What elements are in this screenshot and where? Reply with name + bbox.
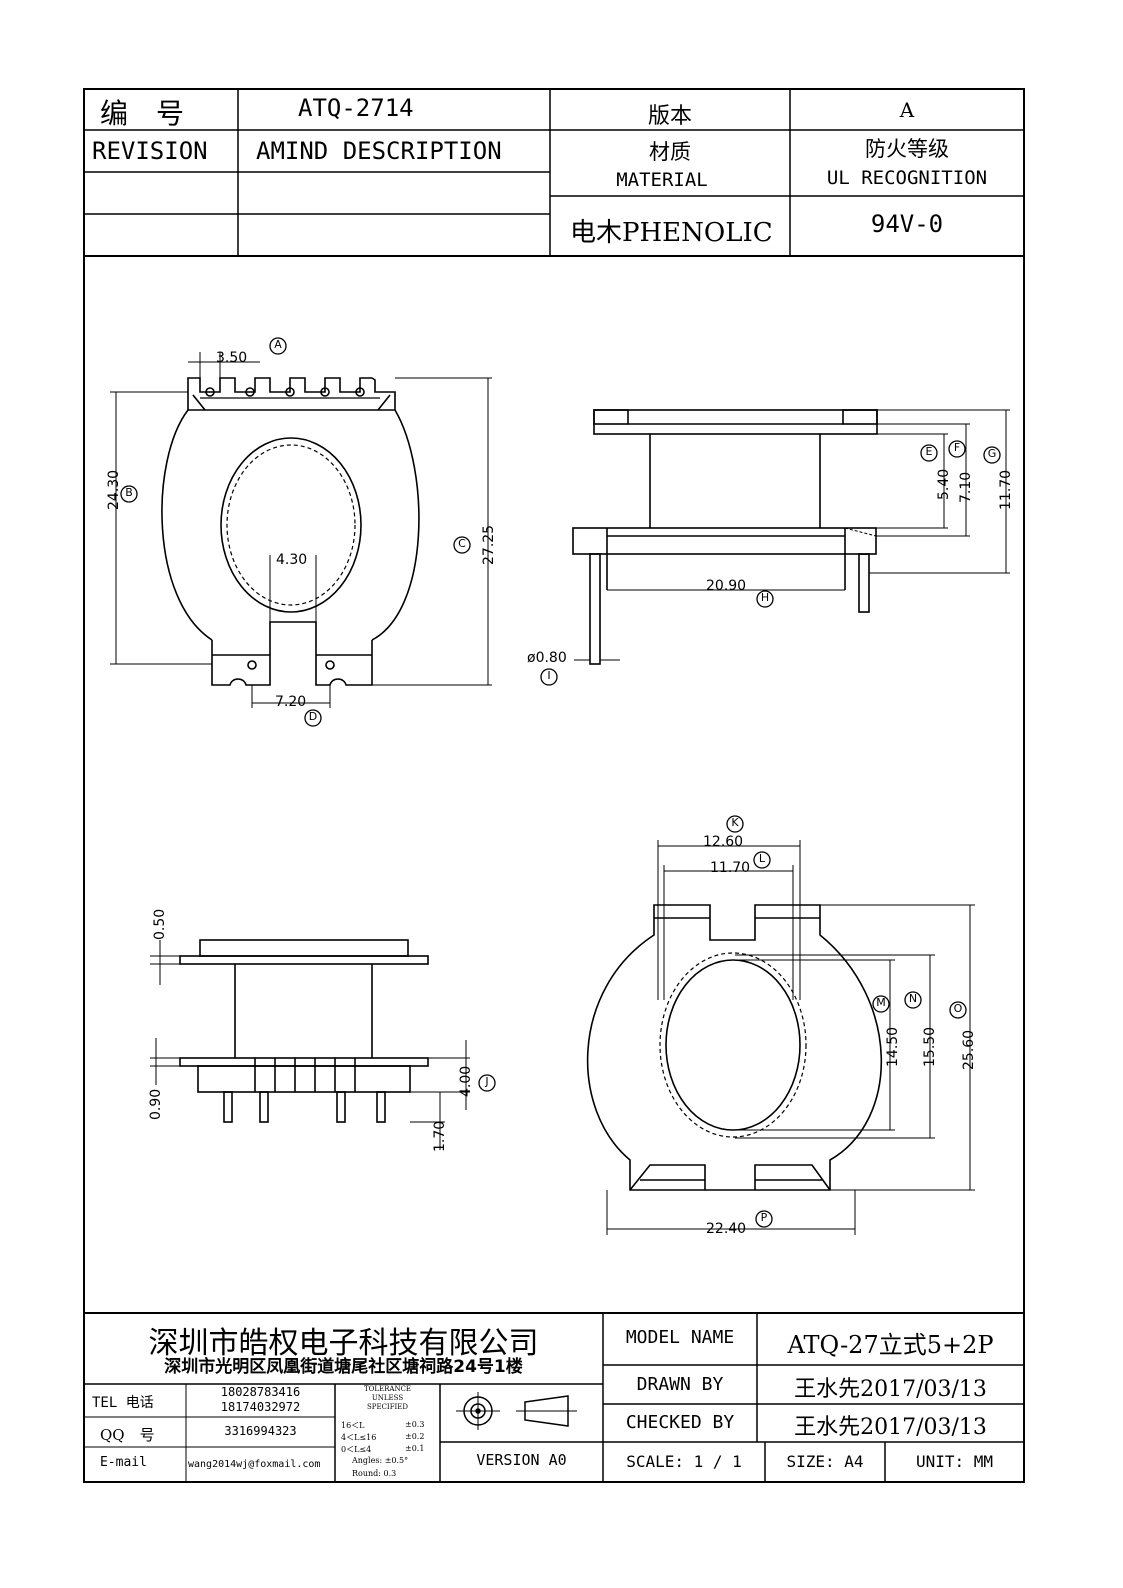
size-label: SIZE: A4: [786, 1452, 864, 1471]
dim-p: 22.40: [706, 1221, 747, 1237]
marker-e: E: [925, 445, 933, 458]
drawn-by-label: DRAWN BY: [636, 1374, 724, 1395]
tel-number-2: 18174032972: [220, 1400, 301, 1414]
checked-by-value: 王水先2017/03/13: [794, 1415, 987, 1440]
amind-description-label: AMIND DESCRIPTION: [256, 137, 502, 165]
dim-o: 25.60: [961, 1029, 977, 1070]
tolerance-angles: Angles: ±0.5°: [352, 1456, 409, 1465]
marker-k: K: [731, 816, 739, 829]
version-a0-label: VERSION A0: [476, 1451, 567, 1469]
dim-a: 3.50: [216, 350, 248, 366]
qq-label: QQ 号: [100, 1426, 155, 1444]
dim-l: 11.70: [710, 860, 751, 876]
tolerance-title: TOLERANCE UNLESS SPECIFIED: [335, 1385, 440, 1412]
dim-g: 11.70: [998, 469, 1014, 510]
version-value: A: [899, 98, 915, 122]
dim-h: 20.90: [706, 578, 747, 594]
dim-e: 5.40: [936, 468, 952, 500]
part-number: ATQ-2714: [298, 94, 414, 122]
tolerance-title-2: UNLESS: [371, 1394, 404, 1402]
fire-rating-en-label: UL RECOGNITION: [826, 167, 988, 189]
qq-number: 3316994323: [224, 1424, 297, 1438]
number-label: 编 号: [100, 97, 185, 130]
email-value: wang2014wj@foxmail.com: [188, 1459, 321, 1470]
dim-090: 0.90: [148, 1088, 164, 1120]
tolerance-row-2-range: 4＜L≤16: [341, 1433, 377, 1442]
unit-label: UNIT: MM: [915, 1452, 994, 1471]
tolerance-row-3-value: ±0.1: [405, 1444, 425, 1453]
material-en-label: MATERIAL: [616, 169, 708, 191]
marker-d: D: [308, 710, 318, 723]
checked-by-label: CHECKED BY: [625, 1412, 735, 1433]
marker-i: I: [547, 669, 551, 682]
tolerance-row-1-range: 16＜L: [341, 1421, 365, 1430]
tolerance-row-2-value: ±0.2: [405, 1432, 425, 1441]
marker-b: B: [125, 486, 133, 499]
material-cn-label: 材质: [649, 140, 691, 164]
projection-symbol-icon: [456, 1392, 577, 1430]
marker-a: A: [274, 338, 282, 351]
tolerance-row-1-value: ±0.3: [405, 1420, 425, 1429]
model-name-label: MODEL NAME: [625, 1327, 735, 1348]
marker-n: N: [908, 992, 918, 1005]
fire-rating-cn-label: 防火等级: [865, 137, 949, 161]
dim-inner: 4.30: [276, 552, 308, 568]
drawn-by-value: 王水先2017/03/13: [794, 1377, 987, 1402]
tolerance-round: Round: 0.3: [352, 1469, 397, 1478]
email-label: E-mail: [100, 1455, 147, 1470]
marker-p: P: [760, 1211, 768, 1224]
tel-label: TEL 电话: [92, 1395, 154, 1411]
tolerance-title-3: SPECIFIED: [366, 1403, 409, 1411]
dim-n: 15.50: [922, 1026, 938, 1067]
tolerance-row-3-range: 0＜L≤4: [341, 1445, 372, 1454]
marker-f: F: [953, 441, 961, 454]
dim-i: ø0.80: [527, 650, 567, 666]
material-value: 电木PHENOLIC: [570, 218, 773, 248]
marker-m: M: [876, 996, 886, 1009]
dim-m: 14.50: [885, 1026, 901, 1067]
top-view: [586, 840, 975, 1235]
dim-050: 0.50: [152, 908, 168, 940]
dim-b: 24.30: [106, 469, 122, 510]
tolerance-title-1: TOLERANCE: [363, 1385, 412, 1393]
marker-g: G: [987, 447, 997, 460]
marker-j: J: [485, 1075, 489, 1088]
marker-l: L: [758, 852, 766, 865]
front-view: [110, 352, 492, 708]
dim-170: 1.70: [432, 1120, 448, 1152]
end-view: [150, 939, 470, 1150]
revision-label: REVISION: [92, 137, 208, 165]
scale-label: SCALE: 1 / 1: [626, 1452, 742, 1471]
dim-c: 27.25: [481, 524, 497, 565]
company-address: 深圳市光明区凤凰街道塘尾社区塘祠路24号1楼: [164, 1357, 523, 1377]
dim-k: 12.60: [703, 834, 744, 850]
dim-f: 7.10: [958, 471, 974, 503]
model-name-value: ATQ-27立式5+2P: [787, 1331, 994, 1359]
marker-o: O: [953, 1002, 963, 1015]
version-label: 版本: [647, 104, 692, 129]
marker-h: H: [760, 591, 770, 604]
fire-rating-value: 94V-0: [870, 210, 944, 238]
marker-c: C: [458, 537, 466, 550]
dim-d: 7.20: [275, 694, 307, 710]
tel-number-1: 18028783416: [220, 1385, 301, 1399]
company-name: 深圳市皓权电子科技有限公司: [148, 1326, 539, 1361]
side-view: [572, 409, 1010, 665]
dim-j: 4.00: [458, 1065, 474, 1097]
